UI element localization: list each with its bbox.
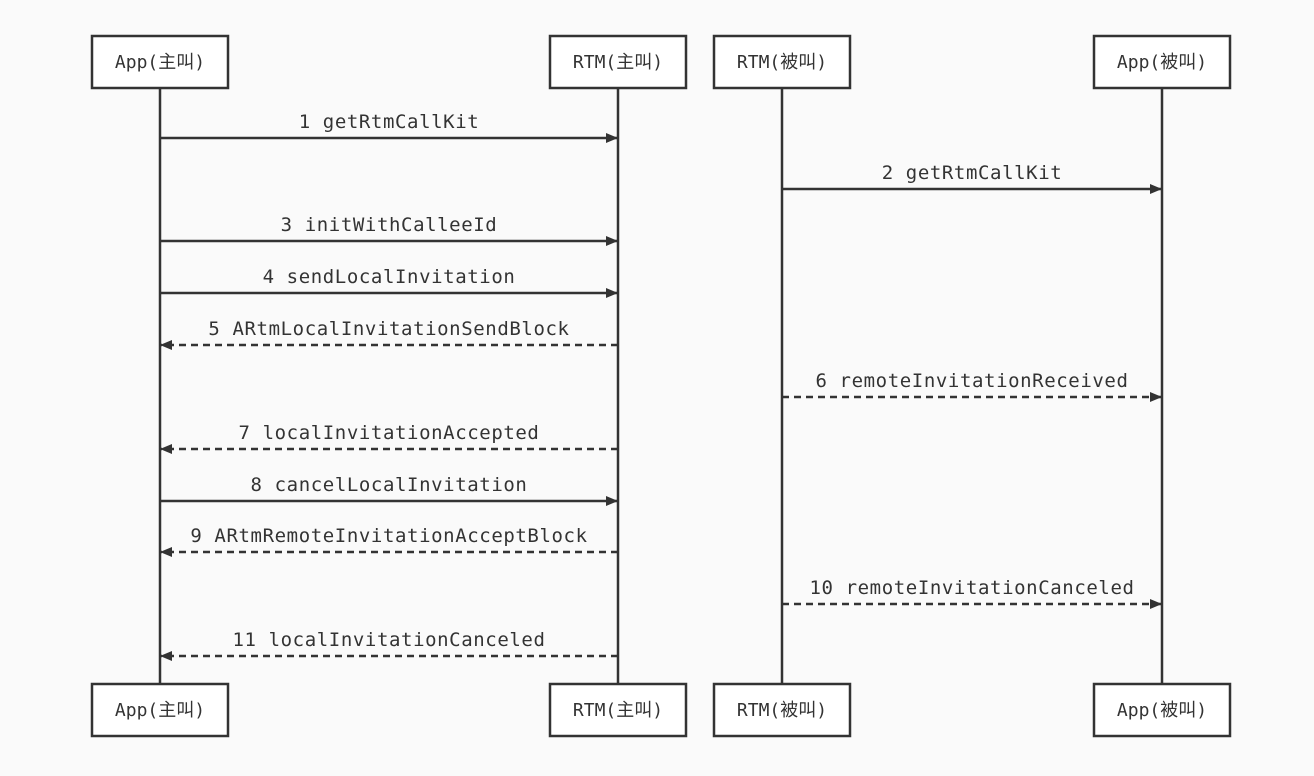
participant-box	[712, 682, 852, 738]
participant-box	[1092, 34, 1232, 90]
message-label: 9 ARtmRemoteInvitationAcceptBlock	[190, 525, 587, 547]
message-label: 1 getRtmCallKit	[299, 111, 480, 133]
message-label: 8 cancelLocalInvitation	[251, 474, 528, 496]
message-5: 5 ARtmLocalInvitationSendBlock	[160, 318, 618, 350]
message-3: 3 initWithCalleeId	[160, 214, 618, 246]
participant-label: RTM(被叫)	[737, 700, 827, 721]
message-label: 3 initWithCalleeId	[281, 214, 498, 236]
participant-app-callee-bottom: App(被叫)	[1092, 682, 1232, 738]
participant-label: RTM(主叫)	[573, 700, 663, 721]
message-label: 4 sendLocalInvitation	[263, 266, 516, 288]
participant-label: RTM(主叫)	[573, 52, 663, 73]
message-label: 11 localInvitationCanceled	[232, 629, 545, 651]
message-4: 4 sendLocalInvitation	[160, 266, 618, 298]
message-2: 2 getRtmCallKit	[782, 162, 1162, 194]
participant-app-caller-bottom: App(主叫)	[90, 682, 230, 738]
participant-rtm-callee-top: RTM(被叫)	[712, 34, 852, 90]
participant-label: App(主叫)	[115, 700, 205, 721]
message-1: 1 getRtmCallKit	[160, 111, 618, 143]
participant-app-caller-top: App(主叫)	[90, 34, 230, 90]
participant-label: RTM(被叫)	[737, 52, 827, 73]
participant-rtm-caller-bottom: RTM(主叫)	[548, 682, 688, 738]
participant-box	[1092, 682, 1232, 738]
message-label: 7 localInvitationAccepted	[239, 422, 540, 444]
message-11: 11 localInvitationCanceled	[160, 629, 618, 661]
participant-box	[90, 682, 230, 738]
participant-app-callee-top: App(被叫)	[1092, 34, 1232, 90]
message-7: 7 localInvitationAccepted	[160, 422, 618, 454]
participant-label: App(被叫)	[1117, 700, 1207, 721]
participant-label: App(主叫)	[115, 52, 205, 73]
participant-box	[548, 682, 688, 738]
message-label: 2 getRtmCallKit	[882, 162, 1063, 184]
message-10: 10 remoteInvitationCanceled	[782, 577, 1162, 609]
participant-rtm-callee-bottom: RTM(被叫)	[712, 682, 852, 738]
participant-box	[90, 34, 230, 90]
message-9: 9 ARtmRemoteInvitationAcceptBlock	[160, 525, 618, 557]
participant-box	[712, 34, 852, 90]
message-6: 6 remoteInvitationReceived	[782, 370, 1162, 402]
participant-box	[548, 34, 688, 90]
participant-label: App(被叫)	[1117, 52, 1207, 73]
message-label: 6 remoteInvitationReceived	[815, 370, 1128, 392]
message-label: 10 remoteInvitationCanceled	[809, 577, 1134, 599]
message-label: 5 ARtmLocalInvitationSendBlock	[208, 318, 569, 340]
participant-rtm-caller-top: RTM(主叫)	[548, 34, 688, 90]
message-8: 8 cancelLocalInvitation	[160, 474, 618, 506]
